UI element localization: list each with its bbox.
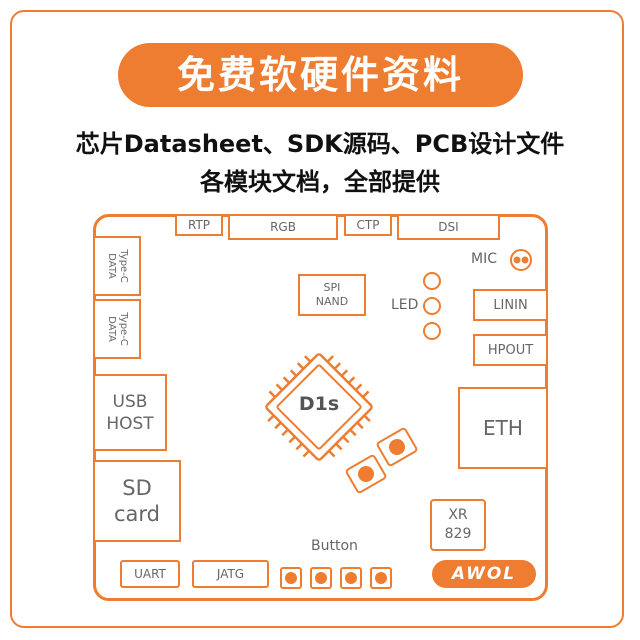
hpout-jack: HPOUT xyxy=(473,334,548,366)
xr829-chip: XR 829 xyxy=(430,499,486,551)
linin-jack: LININ xyxy=(473,289,548,321)
type-c-port-2: Type-C DATA xyxy=(93,299,141,359)
button-icon xyxy=(340,567,362,589)
led-label: LED xyxy=(391,297,419,313)
reset-buttons-icon xyxy=(345,427,418,494)
subtitle-line-1: 芯片Datasheet、SDK源码、PCB设计文件 xyxy=(75,130,565,158)
brand-logo-text: AWOL xyxy=(451,564,517,584)
jatg-header: JATG xyxy=(192,560,269,588)
rtp-connector: RTP xyxy=(175,214,223,236)
chip-label: D1s xyxy=(298,393,340,415)
mic-label: MIC xyxy=(471,251,497,267)
brand-logo: AWOL xyxy=(432,560,536,588)
dsi-connector: DSI xyxy=(397,214,500,240)
button-icon xyxy=(310,567,332,589)
led-indicator-icon xyxy=(423,322,441,340)
subtitle-line-2: 各模块文档，全部提供 xyxy=(200,168,440,196)
usb-host-port: USB HOST xyxy=(93,374,167,451)
outer-frame xyxy=(10,10,624,628)
button-label: Button xyxy=(311,538,358,554)
button-icon xyxy=(370,567,392,589)
led-indicator-icon xyxy=(423,297,441,315)
banner-title: 免费软硬件资料 xyxy=(118,43,523,107)
d1s-chip-icon xyxy=(265,353,373,461)
uart-header: UART xyxy=(120,560,180,588)
eth-port: ETH xyxy=(458,387,548,469)
ctp-connector: CTP xyxy=(344,214,392,236)
spi-nand-chip: SPI NAND xyxy=(298,274,366,316)
sd-card-slot: SD card xyxy=(93,460,181,542)
type-c-label-2: Type-C DATA xyxy=(106,312,129,346)
type-c-port-1: Type-C DATA xyxy=(93,236,141,296)
type-c-label-1: Type-C DATA xyxy=(106,249,129,283)
led-indicator-icon xyxy=(423,272,441,290)
mic-icon xyxy=(510,249,532,271)
rgb-connector: RGB xyxy=(228,214,338,240)
button-icon xyxy=(280,567,302,589)
